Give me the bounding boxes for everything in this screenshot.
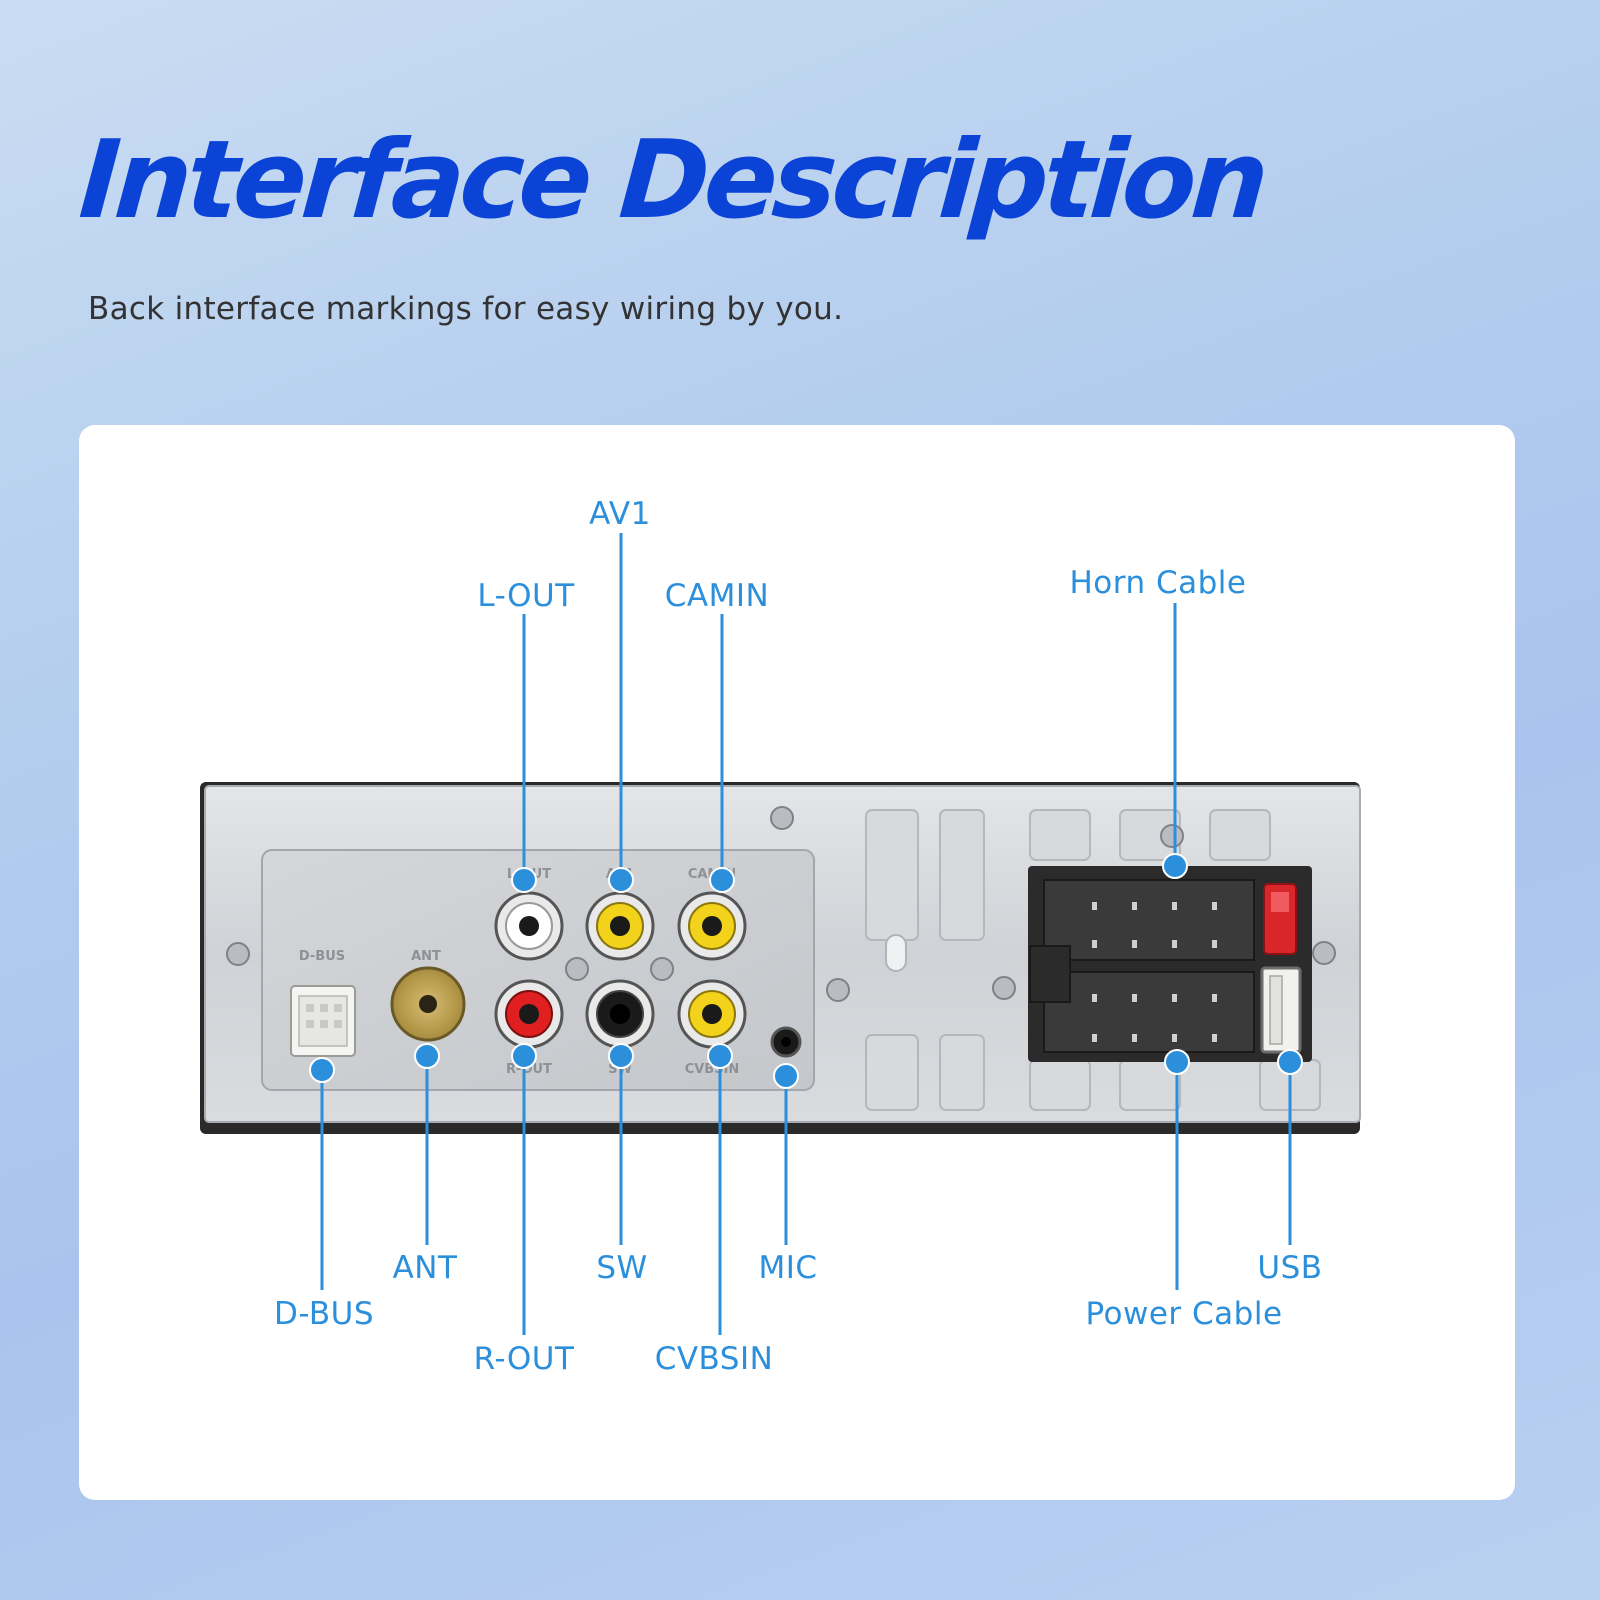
dot-mic: [773, 1063, 799, 1089]
dot-cvbsin: [707, 1043, 733, 1069]
rca-cvbsin-yellow: [677, 979, 747, 1049]
label-av1: AV1: [589, 496, 651, 532]
label-l-out: L-OUT: [477, 578, 575, 614]
d-bus-connector: [290, 985, 356, 1057]
label-power-cable: Power Cable: [1085, 1296, 1282, 1332]
label-sw: SW: [596, 1250, 647, 1286]
label-usb: USB: [1257, 1250, 1322, 1286]
fuse-icon: [1263, 883, 1297, 955]
screw-icon: [226, 806, 1336, 1002]
label-mic: MIC: [758, 1250, 817, 1286]
usb-port: [1260, 966, 1302, 1054]
rca-av1-yellow: [585, 891, 655, 961]
label-camin: CAMIN: [665, 578, 769, 614]
label-cvbsin: CVBSIN: [655, 1341, 774, 1377]
iso-harness-connector: [1028, 866, 1312, 1062]
mic-jack: [770, 1026, 802, 1058]
rca-sw-black: [585, 979, 655, 1049]
dot-l-out: [511, 867, 537, 893]
label-horn-cable: Horn Cable: [1070, 565, 1247, 601]
callout-dots: [309, 853, 1303, 1089]
dot-av1: [608, 867, 634, 893]
rca-jacks: [494, 891, 747, 1049]
dot-usb: [1277, 1049, 1303, 1075]
marking-ant: ANT: [411, 949, 441, 964]
marking-d-bus: D-BUS: [299, 949, 345, 964]
rca-r-out-red: [494, 979, 564, 1049]
dot-camin: [709, 867, 735, 893]
rca-camin-yellow: [677, 891, 747, 961]
antenna-connector: [390, 966, 466, 1042]
label-ant: ANT: [393, 1250, 458, 1286]
page-subtitle: Back interface markings for easy wiring …: [88, 291, 844, 327]
label-r-out: R-OUT: [474, 1341, 575, 1377]
callout-lines: [320, 533, 1292, 1335]
dot-ant: [414, 1043, 440, 1069]
dot-d-bus: [309, 1057, 335, 1083]
dot-sw: [608, 1043, 634, 1069]
dot-power-cable: [1164, 1049, 1190, 1075]
label-d-bus: D-BUS: [274, 1296, 374, 1332]
dot-horn-cable: [1162, 853, 1188, 879]
dot-r-out: [511, 1043, 537, 1069]
rca-l-out-white: [494, 891, 564, 961]
